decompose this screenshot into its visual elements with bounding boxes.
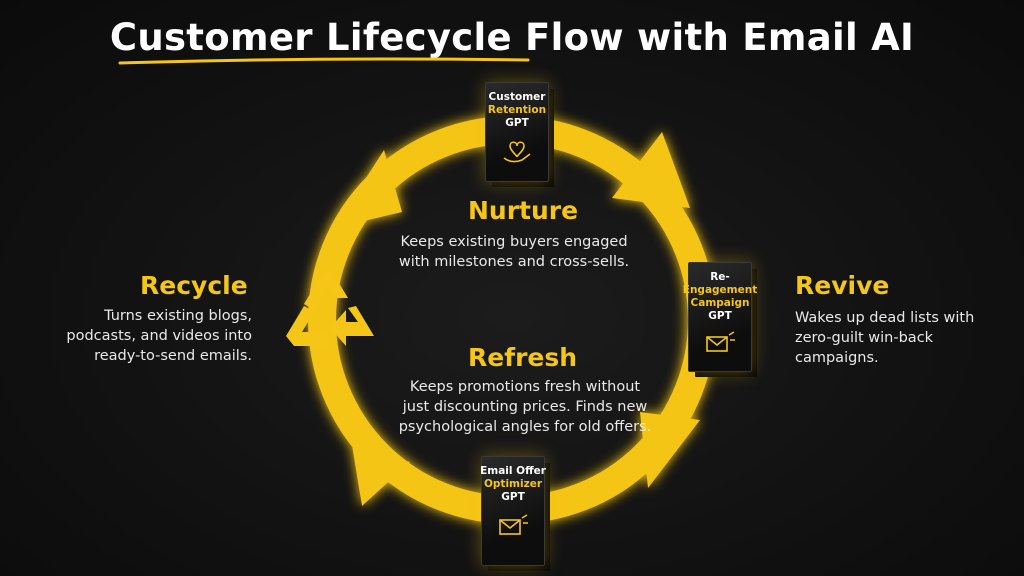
product-line-2: Retention (487, 104, 547, 116)
title-underline (118, 57, 530, 65)
envelope-megaphone-icon (499, 514, 528, 535)
product-line-2: Optimizer (483, 478, 542, 490)
arrow-head-bottom-left (352, 445, 410, 506)
product-line-4: GPT (708, 310, 732, 322)
product-line-3: Campaign (690, 297, 750, 309)
stage-description-recycle: Turns existing blogs, podcasts, and vide… (66, 308, 252, 364)
stage-heading-recycle: Recycle (140, 271, 248, 300)
recycle-icon (286, 270, 374, 346)
product-line-1: Email Offer (480, 465, 546, 477)
stage-heading-nurture: Nurture (468, 196, 579, 225)
product-box-customer-retention-gpt: Customer Retention GPT (485, 82, 549, 182)
product-line-2: Engagement (682, 284, 758, 296)
product-box-re-engagement-campaign-gpt: Re- Engagement Campaign GPT (683, 262, 757, 372)
envelope-megaphone-icon (706, 331, 735, 352)
arrow-head-top-right (612, 132, 690, 208)
arrow-head-top-left (334, 150, 402, 228)
stage-heading-revive: Revive (795, 271, 890, 300)
stage-description-nurture: Keeps existing buyers engaged with miles… (398, 234, 630, 270)
stage-heading-refresh: Refresh (468, 343, 578, 372)
product-line-1: Customer (488, 91, 546, 103)
arrow-head-bottom-right (640, 412, 700, 488)
stage-description-revive: Wakes up dead lists with zero-guilt win-… (795, 310, 975, 366)
product-line-3: GPT (505, 117, 529, 129)
product-box-email-offer-optimizer-gpt: Email Offer Optimizer GPT (480, 456, 546, 566)
stage-description-refresh: Keeps promotions fresh without just disc… (398, 379, 652, 435)
heart-hand-icon (503, 141, 531, 163)
page-title: Customer Lifecycle Flow with Email AI (109, 16, 915, 59)
product-line-1: Re- (710, 271, 730, 283)
product-line-3: GPT (501, 491, 525, 503)
